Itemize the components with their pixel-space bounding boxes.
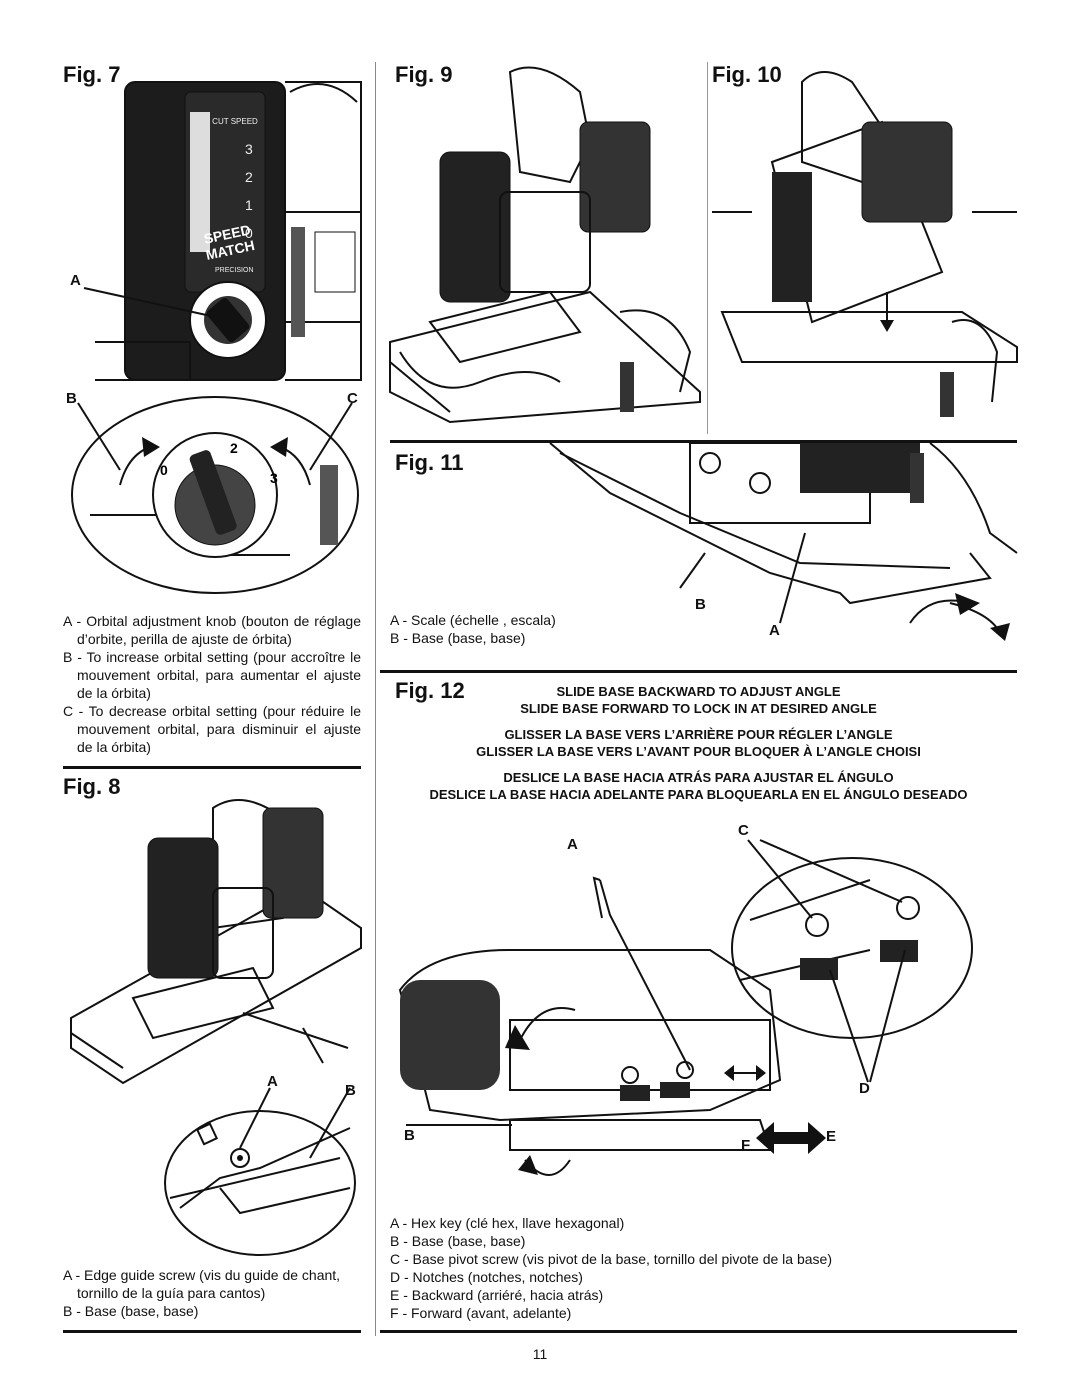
fig9-jigsaw-curve-cut-illustration bbox=[389, 66, 701, 424]
fig7-legend-item: A - Orbital adjustment knob (bouton de r… bbox=[63, 613, 361, 647]
callout-c-fig7: C bbox=[347, 390, 358, 407]
fig7-legend: A - Orbital adjustment knob (bouton de r… bbox=[63, 612, 361, 756]
divider bbox=[390, 440, 1017, 443]
column-divider bbox=[707, 62, 708, 434]
callout-a-fig7: A bbox=[70, 272, 81, 289]
fig12-heading-5: DESLICE LA BASE HACIA ATRÁS PARA AJUSTAR… bbox=[503, 770, 894, 785]
fig12-label: Fig. 12 bbox=[395, 678, 465, 703]
callout-f-fig12: F bbox=[741, 1137, 751, 1154]
fig12-legend-item: A - Hex key (clé hex, llave hexagonal) bbox=[390, 1215, 625, 1231]
svg-text:CUT SPEED: CUT SPEED bbox=[212, 117, 258, 126]
svg-text:1: 1 bbox=[245, 197, 253, 213]
callout-c-fig12: C bbox=[738, 822, 749, 839]
fig12-legend: A - Hex key (clé hex, llave hexagonal) B… bbox=[390, 1214, 1017, 1322]
fig7-legend-item: B - To increase orbital setting (pour ac… bbox=[63, 649, 361, 701]
fig12-heading-6: DESLICE LA BASE HACIA ADELANTE PARA BLOQ… bbox=[429, 787, 968, 802]
callout-a-fig8: A bbox=[267, 1073, 278, 1090]
fig7-label: Fig. 7 bbox=[63, 62, 121, 87]
svg-text:2: 2 bbox=[245, 169, 253, 185]
fig12-heading-4: GLISSER LA BASE VERS L’AVANT POUR BLOQUE… bbox=[476, 744, 921, 759]
fig12-legend-item: F - Forward (avant, adelante) bbox=[390, 1305, 572, 1321]
divider bbox=[63, 766, 361, 769]
fig12-heading-3: GLISSER LA BASE VERS L’ARRIÈRE POUR RÉGL… bbox=[504, 727, 893, 742]
fig9-label: Fig. 9 bbox=[395, 62, 453, 87]
fig11-legend: A - Scale (échelle , escala) B - Base (b… bbox=[390, 611, 670, 647]
svg-text:0: 0 bbox=[160, 462, 168, 478]
fig10-label: Fig. 10 bbox=[712, 62, 782, 87]
fig7-legend-item: C - To decrease orbital setting (pour ré… bbox=[63, 703, 361, 755]
svg-text:3: 3 bbox=[245, 141, 253, 157]
callout-b-fig12: B bbox=[404, 1127, 415, 1144]
callout-d-fig12: D bbox=[859, 1080, 870, 1097]
callout-b-fig11: B bbox=[695, 596, 706, 613]
divider bbox=[380, 670, 1017, 673]
svg-text:3: 3 bbox=[270, 470, 278, 486]
fig11-legend-item: A - Scale (échelle , escala) bbox=[390, 612, 556, 628]
divider bbox=[380, 1330, 1017, 1333]
fig8-legend-item: B - Base (base, base) bbox=[63, 1303, 199, 1319]
fig8-screw-detail-illustration bbox=[164, 1087, 356, 1256]
fig12-legend-item: D - Notches (notches, notches) bbox=[390, 1269, 583, 1285]
callout-b-fig8: B bbox=[345, 1082, 356, 1099]
svg-text:0: 0 bbox=[245, 225, 253, 241]
fig8-legend: A - Edge guide screw (vis du guide de ch… bbox=[63, 1266, 361, 1320]
divider bbox=[63, 1330, 361, 1333]
fig12-heading-1: SLIDE BASE BACKWARD TO ADJUST ANGLE bbox=[556, 684, 841, 699]
fig11-legend-item: B - Base (base, base) bbox=[390, 630, 526, 646]
callout-a-fig12: A bbox=[567, 836, 578, 853]
callout-e-fig12: E bbox=[826, 1128, 837, 1145]
callout-b-fig7: B bbox=[66, 390, 77, 407]
fig12-heading-2: SLIDE BASE FORWARD TO LOCK IN AT DESIRED… bbox=[520, 701, 877, 716]
fig11-label: Fig. 11 bbox=[395, 450, 464, 475]
fig12-legend-item: C - Base pivot screw (vis pivot de la ba… bbox=[390, 1251, 832, 1267]
fig8-label: Fig. 8 bbox=[63, 774, 121, 799]
callout-a-fig11: A bbox=[769, 622, 780, 639]
fig12-legend-item: B - Base (base, base) bbox=[390, 1233, 526, 1249]
fig8-jigsaw-edge-guide-illustration bbox=[70, 799, 362, 1085]
fig12-base-pivot-illustration bbox=[398, 839, 973, 1176]
fig7-jigsaw-speed-dial-illustration: CUT SPEED 3 2 1 0 PRECISION SPEED MATCH bbox=[95, 81, 362, 381]
fig12-legend-item: E - Backward (arriéré, hacia atrás) bbox=[390, 1287, 604, 1303]
column-divider bbox=[375, 62, 376, 1336]
page-number: 11 bbox=[532, 1346, 548, 1362]
fig10-jigsaw-bevel-cut-illustration bbox=[712, 71, 1018, 417]
leader-line-a-fig7 bbox=[83, 287, 221, 319]
svg-text:PRECISION: PRECISION bbox=[215, 267, 254, 274]
forward-backward-arrow-icon bbox=[756, 1122, 826, 1154]
svg-text:2: 2 bbox=[230, 440, 238, 456]
fig11-base-scale-illustration bbox=[549, 442, 1018, 641]
fig8-legend-item: A - Edge guide screw (vis du guide de ch… bbox=[63, 1267, 341, 1301]
fig7-orbital-knob-detail-illustration: 0 2 3 bbox=[71, 396, 359, 594]
